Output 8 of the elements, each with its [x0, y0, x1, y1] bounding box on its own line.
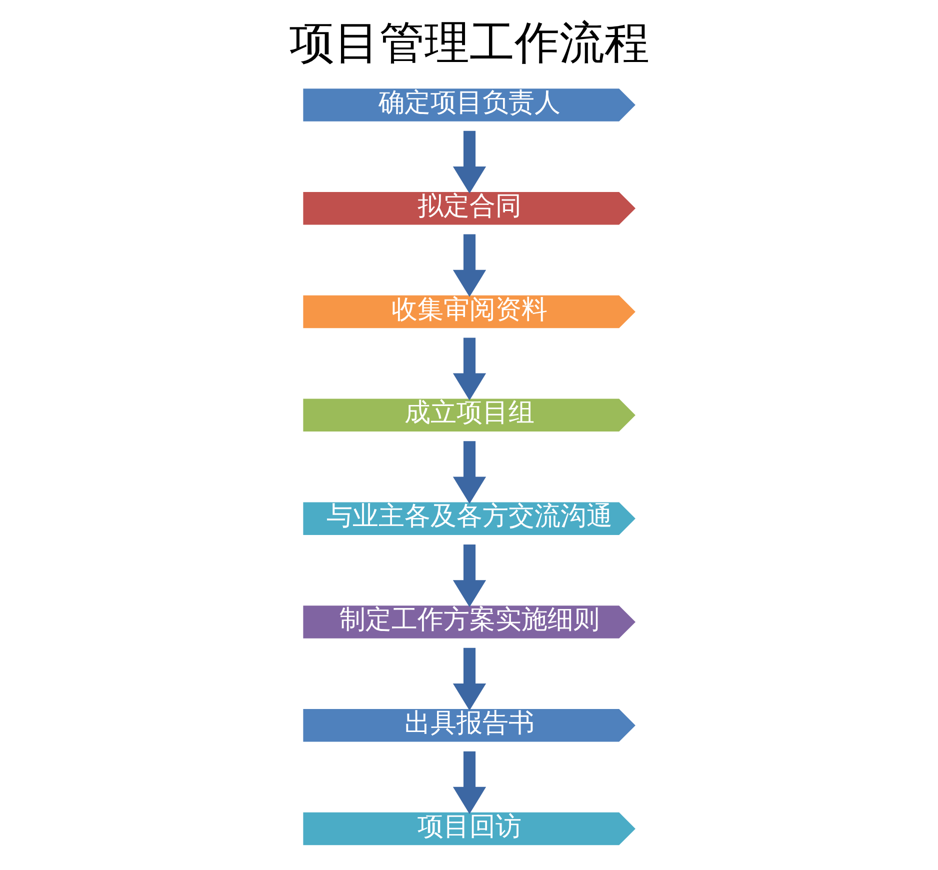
arrow: [452, 544, 486, 608]
arrow: [452, 648, 486, 711]
arrow: [452, 338, 486, 400]
arrow: [452, 441, 486, 504]
arrow: [452, 751, 486, 814]
arrow: [452, 234, 486, 297]
diagram-title: 项目管理工作流程: [289, 16, 649, 70]
arrow: [452, 130, 486, 194]
